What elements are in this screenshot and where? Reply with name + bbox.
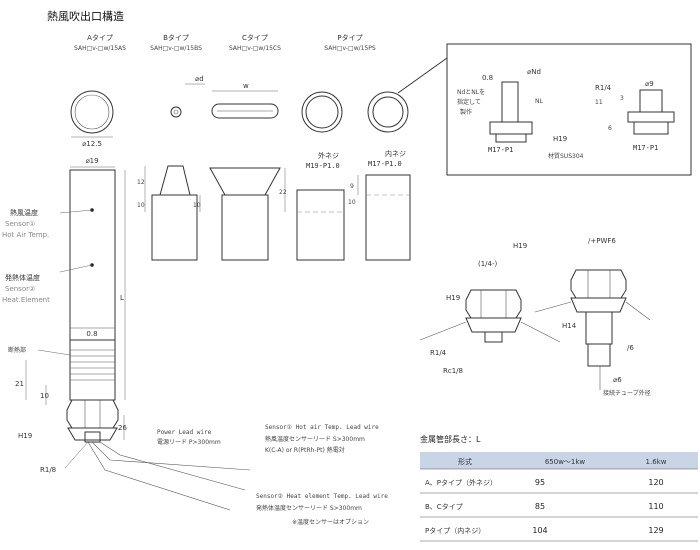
table-row-2-v1: 104 — [532, 526, 547, 535]
s1-lead-kind: K(C-A) or R(PtRh-Pt) 熱電対 — [265, 446, 345, 454]
power-lead-jp: 電源リード P>300mm — [157, 438, 221, 446]
sensor-heat-el-en2: Heat.Element — [2, 296, 50, 304]
inset-dim-phi-nd: ⌀Nd — [527, 68, 541, 76]
dim-22: 22 — [279, 189, 287, 196]
inset-dim-d9: ⌀9 — [645, 80, 654, 88]
table-row-1-v1: 85 — [535, 502, 545, 511]
page-title: 熱風吹出口構造 — [47, 9, 124, 23]
fit-h19b: H19 — [446, 294, 460, 302]
table-row-0-v2: 120 — [648, 478, 663, 487]
dim-phi-d: ⌀d — [195, 75, 204, 83]
top-views: ⌀12.5 ⌀d w — [70, 75, 409, 148]
inset-dim-11: 11 — [595, 99, 603, 106]
type-c-model: SAH□v-□w/15CS — [229, 45, 281, 52]
dim-10c: 10 — [40, 392, 49, 400]
sensor-hot-air-en2: Hot Air Temp. — [2, 231, 49, 239]
dim-10b: 10 — [193, 202, 201, 209]
dim-08: 0.8 — [86, 330, 97, 338]
inner-thread-label: 内ネジ — [385, 149, 406, 158]
dim-w: w — [243, 82, 249, 90]
inset-dim-3: 3 — [620, 95, 624, 102]
optional-note: ※温度センサーはオプション — [292, 518, 369, 526]
sensor-hot-air-en1: Sensor① — [5, 220, 35, 228]
table-row-1-v2: 110 — [648, 502, 663, 511]
table-header-0: 形式 — [458, 457, 472, 466]
outer-thread-label: 外ネジ — [318, 151, 339, 160]
s1-lead-en: Sensor① Hot air Temp. Lead wire — [265, 424, 379, 431]
table-row-2-label: Pタイプ（内ネジ） — [425, 526, 485, 535]
fit-q14: (1/4-) — [478, 260, 498, 268]
inset-dim-h19: H19 — [553, 135, 567, 143]
s1-lead-jp: 熱風温度センサーリード S>300mm — [265, 435, 365, 443]
fit-d6: ⌀6 — [613, 376, 622, 384]
sensor-heat-el-jp: 発熱体温度 — [5, 273, 40, 282]
fit-pwf: /+PWF6 — [588, 237, 616, 245]
dim-l: L — [120, 294, 124, 302]
outer-thread-spec: M19-P1.0 — [306, 162, 340, 170]
table-row-0-v1: 95 — [535, 478, 545, 487]
type-p-name: Pタイプ — [337, 33, 362, 42]
inset-fittings: 0.8 ⌀Nd NL NdとNLを 指定して 製作 H19 M17-P1 R1/… — [397, 43, 692, 176]
type-headers: Aタイプ SAH□v-□w/15AS Bタイプ SAH□v-□w/15BS Cタ… — [74, 33, 376, 52]
inset-note2: 指定して — [457, 98, 481, 106]
table-row-2-v2: 129 — [648, 526, 663, 535]
dim-d125: ⌀12.5 — [82, 140, 102, 148]
inset-dim-r14: R1/4 — [595, 84, 612, 92]
fittings-drawings: (1/4-) H19 R1/4 Rc1/8 H19 /+PWF6 H14 /6 … — [419, 237, 651, 397]
table-header-2: 1.6kw — [646, 458, 667, 466]
inset-dim-m17b: M17-P1 — [633, 144, 658, 152]
sensor-heat-el-en1: Sensor② — [5, 285, 35, 293]
sensor-hot-air-jp: 熱風温度 — [10, 208, 38, 217]
fit-h14: H14 — [562, 322, 577, 330]
s2-lead-en: Sensor② Heat element Temp. Lead wire — [256, 493, 388, 500]
type-p-model: SAH□v-□w/15PS — [324, 45, 376, 52]
table-caption: 金属管部長さ：L — [420, 434, 481, 444]
fit-r14: R1/4 — [430, 349, 447, 357]
inner-thread-spec: M17-P1.0 — [368, 160, 402, 168]
dim-h19: H19 — [18, 432, 32, 440]
type-a-name: Aタイプ — [87, 33, 113, 42]
table-header-1: 650w〜1kw — [545, 458, 586, 466]
fit-h19a: H19 — [513, 242, 527, 250]
dim-d19: ⌀19 — [85, 157, 98, 165]
dim-10-outer: 10 — [348, 199, 356, 206]
inset-material: 材質SUS304 — [548, 152, 584, 160]
side-views: 12 10 22 10 外ネジ M19-P1.0 10 内ネジ M17-P1.0… — [137, 149, 411, 261]
s2-lead-jp: 発熱体温度センサーリード S>300mm — [256, 504, 362, 512]
table-row-1-label: B、Cタイプ — [425, 502, 463, 511]
power-lead-en: Power Lead wire — [157, 429, 212, 436]
table-header-bg — [420, 452, 698, 469]
dim-21: 21 — [15, 380, 24, 388]
length-table: 金属管部長さ：L 形式 650w〜1kw 1.6kw A、Pタイプ（外ネジ） 9… — [420, 434, 698, 542]
lead-wires: Power Lead wire 電源リード P>300mm Sensor① Ho… — [87, 424, 388, 526]
table-row-0-label: A、Pタイプ（外ネジ） — [425, 478, 497, 487]
fit-rc18: Rc1/8 — [443, 367, 463, 375]
inset-dim-08: 0.8 — [482, 74, 493, 82]
type-b-name: Bタイプ — [163, 33, 189, 42]
inset-note3: 製作 — [460, 108, 472, 116]
inset-dim-nl: NL — [535, 98, 543, 105]
fit-l6: /6 — [627, 344, 634, 352]
inset-dim-m17a: M17-P1 — [488, 146, 513, 154]
inset-note1: NdとNLを — [457, 89, 485, 96]
main-heater-body: ⌀19 0.8 L 21 10 26 H19 R1/8 — [15, 157, 127, 474]
cooling-label: 断熱部 — [8, 346, 26, 354]
type-c-name: Cタイプ — [242, 33, 268, 42]
dim-r18: R1/8 — [40, 466, 56, 474]
dim-26: 26 — [118, 424, 127, 432]
dim-12: 12 — [137, 179, 145, 186]
type-a-model: SAH□v-□w/15AS — [74, 45, 126, 52]
fit-tube: 接続チューブ外径 — [603, 389, 651, 397]
sensor-labels: 熱風温度 Sensor① Hot Air Temp. 発熱体温度 Sensor②… — [2, 208, 71, 356]
dim-9: 9 — [350, 183, 354, 190]
inset-dim-6: 6 — [608, 125, 612, 132]
dim-10: 10 — [137, 202, 145, 209]
type-b-model: SAH□v-□w/15BS — [150, 45, 202, 52]
